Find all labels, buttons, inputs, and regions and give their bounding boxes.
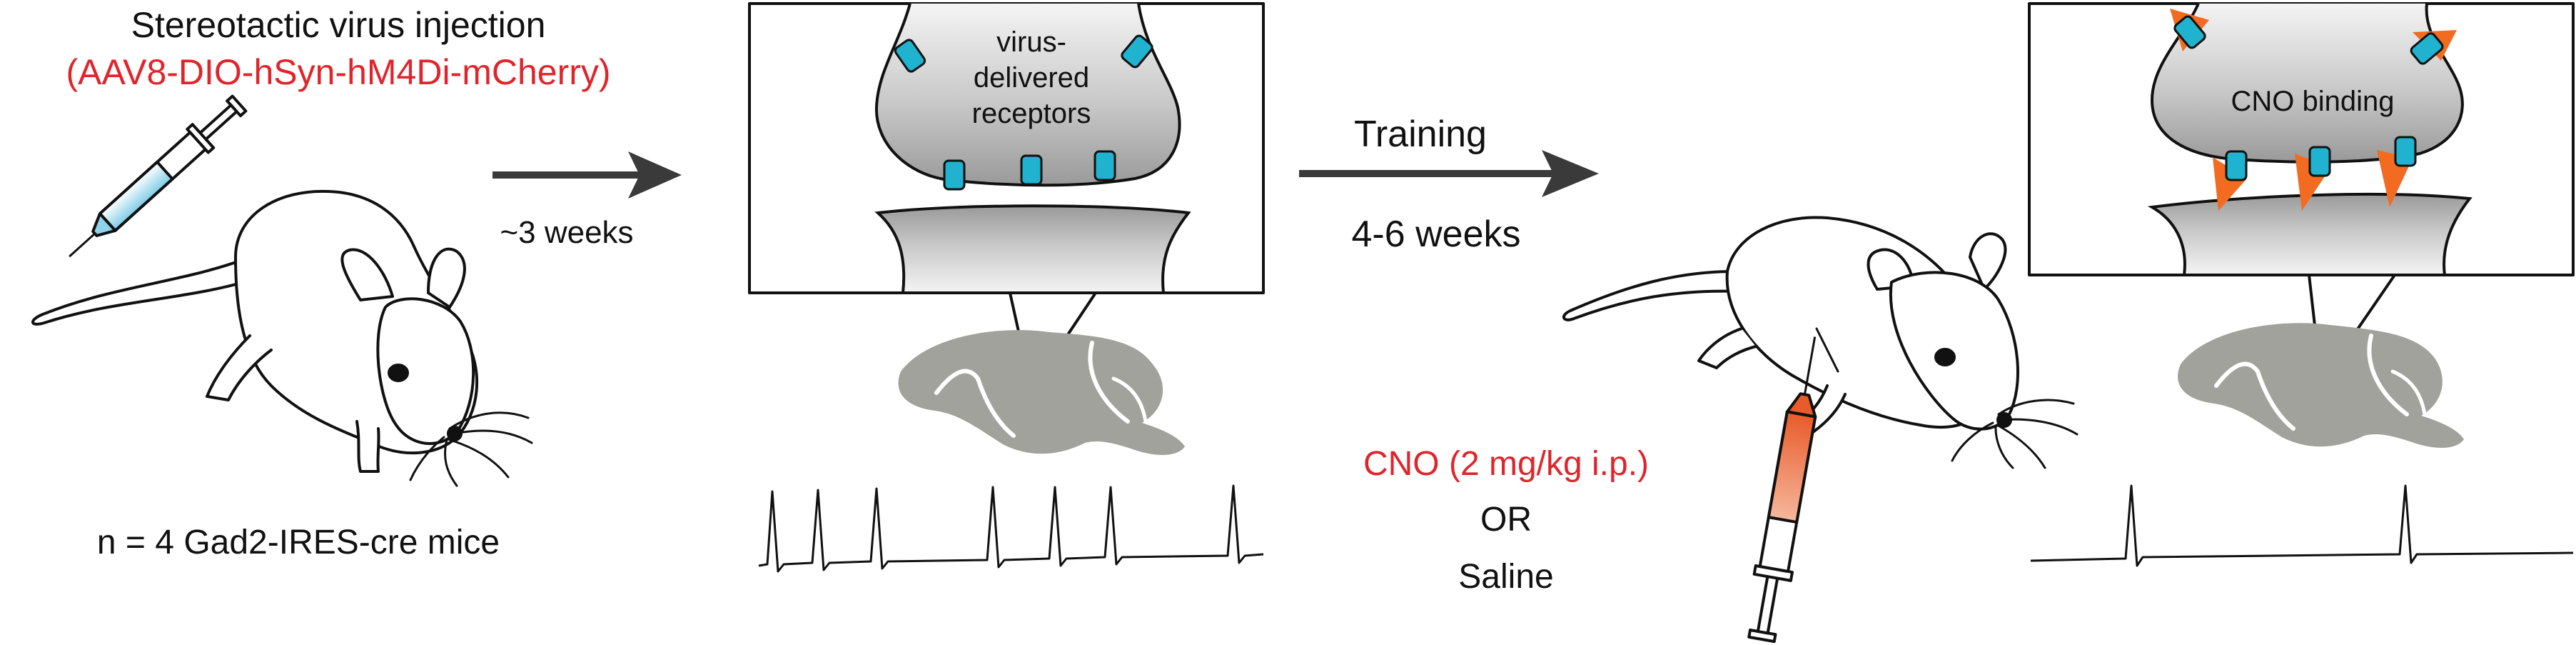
mouse-leg-back [206,334,273,401]
or-label: OR [1480,501,1532,539]
mouse-icon [31,189,533,487]
syringe-tip [1785,392,1817,419]
arrow2-label-top: Training [1354,114,1487,155]
mouse-whiskers [409,411,533,487]
syringe-needle [69,232,96,258]
receptor-group [894,34,1153,191]
brain-icon [2178,323,2464,448]
receptor [1020,154,1043,186]
receptor [943,159,966,191]
receptor [2225,150,2248,181]
step1-construct: (AAV8-DIO-hSyn-hM4Di-mCherry) [66,52,610,92]
control-label: Saline [1458,558,1553,596]
treatment-label: CNO (2 mg/kg i.p.) [1363,445,1649,483]
mouse-tail [1562,270,1743,321]
arrow-2 [1299,150,1599,197]
step1-title: Stereotactic virus injection [131,5,546,45]
presynaptic-terminal [874,3,1181,187]
mouse-ear-left [340,248,394,301]
syringe-liquid [98,160,174,232]
arrow2-label-bottom: 4-6 weeks [1352,214,1521,255]
synapse-icon: virus- delivered receptors [748,2,1265,391]
syringe-icon [1747,336,1817,644]
receptor [1093,150,1116,181]
mouse-whiskers [1951,399,2079,469]
receptor [2308,146,2331,177]
receptor [2410,32,2444,65]
panel1-label-line2: delivered [974,62,1089,94]
syringe-plunger-rod [197,104,238,142]
syringe-plunger-rod [1756,574,1779,635]
arrow-1 [493,151,682,199]
postsynaptic-terminal [874,204,1191,294]
syringe-needle [1803,336,1817,395]
receptor [1121,34,1153,69]
step1-subjects: n = 4 Gad2-IRES-cre mice [97,524,500,561]
receptor [2173,15,2206,49]
mouse-eye [388,364,409,382]
mouse-tail [31,256,253,326]
mouse-ear-right [1969,232,2007,291]
mouse-ear-right [427,247,466,309]
panel1-label-line1: virus- [996,26,1066,58]
mouse-leg-back [1697,327,1757,369]
injection-needle [1815,327,1839,373]
synapse-icon: CNO binding [2028,2,2575,384]
postsynaptic-terminal [2147,192,2473,276]
brain-icon [898,330,1185,455]
spike-trace-icon [758,484,1264,573]
syringe-liquid [1767,410,1817,524]
mouse-icon [1562,216,2079,469]
receptor-group [2173,15,2444,181]
receptor [894,39,926,73]
syringe-icon [69,94,248,258]
cno-molecule [2213,157,2247,211]
receptor [2394,136,2417,167]
mouse-eye [1934,348,1956,366]
panel1-label-line3: receptors [972,98,1091,129]
arrow1-label: ~3 weeks [500,215,633,250]
mouse-leg-front [355,420,380,473]
syringe-tip [91,212,117,237]
panel2-label: CNO binding [2231,86,2394,117]
spike-trace-icon [2030,484,2574,567]
